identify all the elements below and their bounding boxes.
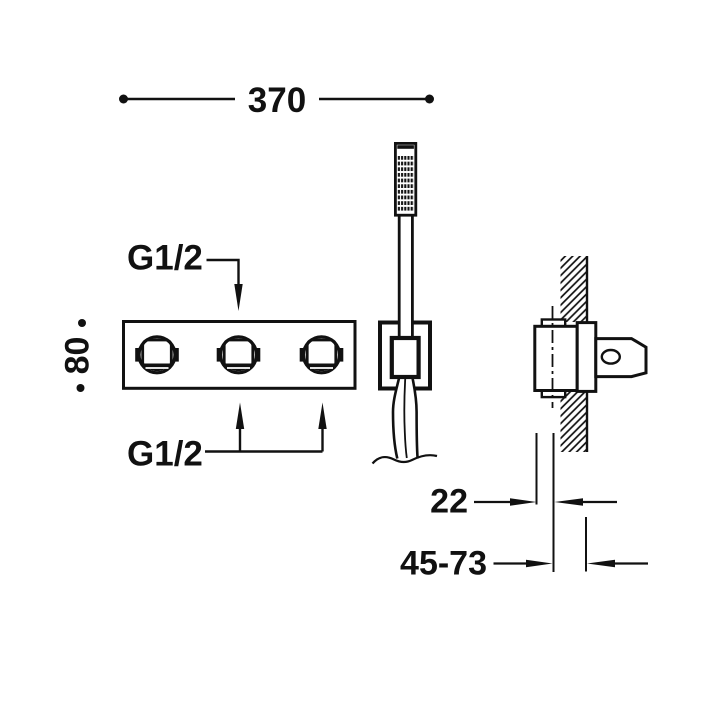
- knob-center: [216, 335, 261, 375]
- knob-right: [299, 335, 344, 375]
- thread-label-bottom: G1/2: [127, 435, 203, 474]
- left-height-dimension: 80: [59, 319, 97, 392]
- bracket-holder: [389, 335, 421, 380]
- handle-side-view: [575, 321, 648, 393]
- shower-hose-edge: [411, 376, 419, 459]
- handshower-head-top-band: [397, 145, 414, 149]
- handshower-spray-grid: [397, 156, 414, 213]
- knob-left: [135, 335, 179, 375]
- top-width-dimension: 370: [119, 81, 434, 120]
- wall-section: [560, 256, 589, 452]
- wall-hatching-lower: [560, 390, 587, 452]
- dimension-endpoint-dot: [76, 384, 85, 392]
- thread-callout-bottom: G1/2: [127, 402, 327, 474]
- arrowhead-right: [510, 498, 537, 506]
- hose-break-wave: [371, 454, 438, 465]
- side-view: [533, 256, 648, 452]
- depth-dimensions: 22 45-73: [400, 433, 648, 583]
- handle-flange: [575, 321, 598, 393]
- shower-hose-fill: [393, 377, 418, 459]
- shower-hose-edge: [391, 376, 401, 459]
- leader-line: [205, 426, 324, 453]
- dimension-label-height: 80: [59, 337, 97, 375]
- arrowhead-up: [318, 402, 327, 429]
- handshower: [371, 141, 438, 465]
- concealed-valve-body: [533, 306, 579, 408]
- handshower-handle-body: [400, 214, 412, 339]
- dimension-endpoint-dot: [119, 94, 128, 104]
- handle-slot: [600, 348, 621, 365]
- valve-body: [533, 324, 579, 392]
- dimension-label-width: 370: [248, 81, 306, 120]
- dimension-45-73: 45-73: [400, 545, 648, 583]
- front-view-mixer-plate: [122, 320, 357, 390]
- dimension-label-22: 22: [430, 483, 468, 521]
- handshower-head: [393, 141, 418, 217]
- thread-callout-top: G1/2: [127, 239, 243, 311]
- shower-hose-inner-line: [403, 377, 408, 459]
- arrowhead-left: [554, 498, 583, 506]
- dimension-endpoint-dot: [425, 94, 434, 104]
- dimension-22: 22: [430, 483, 617, 521]
- arrowhead-up: [235, 402, 245, 429]
- arrowhead-right: [526, 559, 553, 568]
- dimension-label-45-73: 45-73: [400, 545, 487, 583]
- wall-hatching-upper: [560, 256, 587, 322]
- dimension-endpoint-dot: [78, 319, 86, 327]
- arrowhead-down: [234, 284, 243, 311]
- thread-label-top: G1/2: [127, 239, 203, 278]
- leader-line: [206, 258, 240, 291]
- arrowhead-left: [587, 559, 615, 568]
